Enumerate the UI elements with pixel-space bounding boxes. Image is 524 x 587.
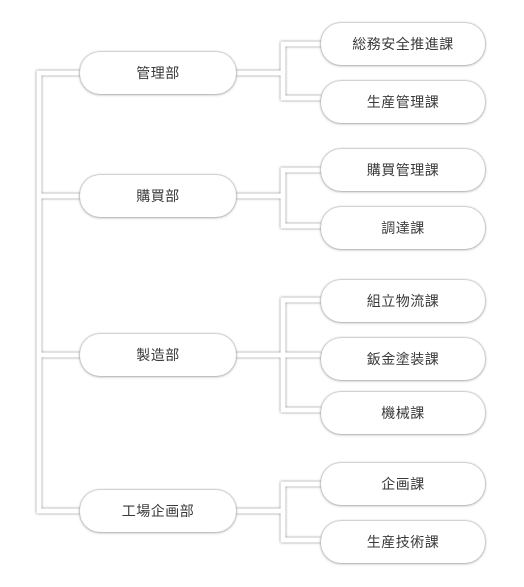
dept-connector	[236, 41, 321, 101]
section-node: 総務安全推進課	[321, 23, 485, 65]
section-label: 購買管理課	[366, 163, 440, 179]
section-label: 調達課	[381, 221, 425, 237]
section-label: 機械課	[381, 406, 425, 422]
dept-node-kojo-kikaku: 工場企画部	[80, 490, 236, 532]
section-label: 組立物流課	[366, 294, 440, 310]
section-node: 鈑金塗装課	[321, 338, 485, 380]
section-node: 組立物流課	[321, 280, 485, 322]
dept-connector	[236, 481, 321, 543]
section-node: 生産管理課	[321, 81, 485, 123]
dept-node-seizo: 製造部	[80, 334, 236, 376]
section-node: 調達課	[321, 207, 485, 249]
section-label: 生産技術課	[366, 535, 440, 551]
trunk-connector	[36, 70, 80, 514]
section-node: 生産技術課	[321, 521, 485, 563]
section-node: 企画課	[321, 463, 485, 505]
section-label: 生産管理課	[366, 95, 440, 111]
dept-connector	[236, 297, 321, 413]
dept-label: 製造部	[136, 348, 180, 364]
section-label: 総務安全推進課	[352, 37, 454, 53]
dept-label: 工場企画部	[121, 504, 195, 520]
dept-label: 購買部	[136, 189, 180, 205]
section-label: 企画課	[381, 477, 425, 493]
dept-node-kanri: 管理部	[80, 52, 236, 94]
dept-connector	[236, 167, 321, 229]
dept-label: 管理部	[136, 66, 180, 82]
section-node: 機械課	[321, 392, 485, 434]
dept-node-kobai: 購買部	[80, 175, 236, 217]
section-node: 購買管理課	[321, 149, 485, 191]
section-label: 鈑金塗装課	[366, 352, 440, 368]
